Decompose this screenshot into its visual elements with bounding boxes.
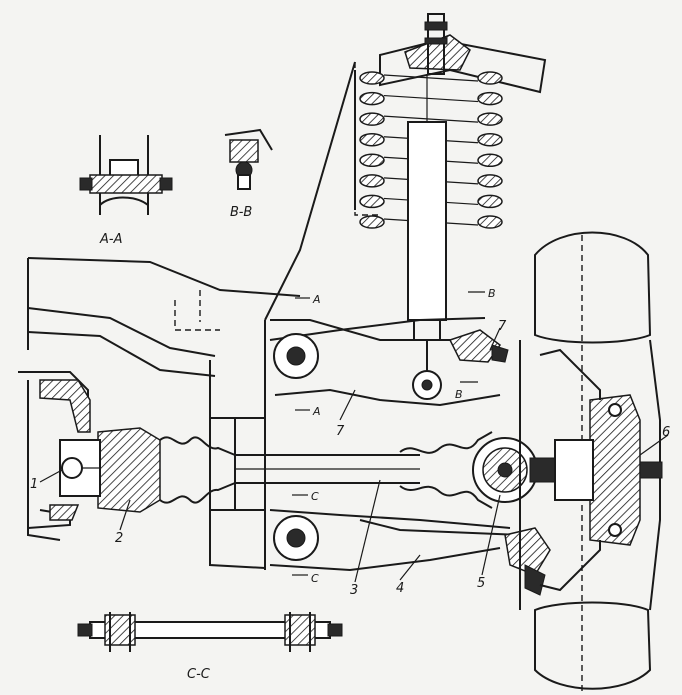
coil-spring <box>359 71 503 229</box>
cut-lines <box>292 291 485 576</box>
wheel <box>519 231 663 695</box>
coil-turn-bar <box>383 115 479 123</box>
cut-marker-c-top: C <box>311 490 319 503</box>
coil-turn-left <box>359 132 385 147</box>
coil-turn-right <box>477 132 503 147</box>
strut-tower <box>264 61 380 321</box>
callout-2: 2 <box>115 531 123 546</box>
coil-turn-left <box>359 91 385 106</box>
section-label-aa: A-A <box>99 232 122 247</box>
spring-strut <box>359 13 547 400</box>
callout-leaders <box>39 327 669 583</box>
coil-turn-left <box>359 194 385 209</box>
section-label-bb: B-B <box>230 205 252 220</box>
lower-control-arm <box>269 509 551 596</box>
coil-turn-right <box>477 215 503 229</box>
callout-7-upper: 7 <box>498 319 507 334</box>
coil-turn-right <box>477 153 503 168</box>
section-bb-view <box>224 128 273 190</box>
callout-6: 6 <box>662 425 670 440</box>
coil-turn-right <box>477 71 503 85</box>
left-hub-housing <box>18 371 91 541</box>
upper-control-arm <box>269 317 509 407</box>
section-aa-view <box>79 135 173 215</box>
coil-turn-left <box>359 71 385 85</box>
coil-turn-left <box>359 215 385 229</box>
coil-turn-bar <box>383 94 479 103</box>
cut-marker-a-top: A <box>312 293 321 306</box>
cut-marker-c-bottom: C <box>311 572 319 585</box>
callout-7-lower: 7 <box>336 424 345 439</box>
coil-turn-right <box>477 112 503 126</box>
coil-turn-right <box>477 174 503 188</box>
coil-turn-left <box>359 153 385 168</box>
section-cc-view <box>77 612 343 652</box>
callout-5: 5 <box>477 576 485 591</box>
coil-turn-right <box>477 194 503 209</box>
cut-marker-a-bottom: A <box>312 405 321 418</box>
coil-turn-left <box>359 112 385 126</box>
cut-marker-b-bottom: B <box>455 388 463 401</box>
coil-turn-bar <box>383 74 479 82</box>
frame-bracket <box>209 320 266 570</box>
section-label-cc: C-C <box>187 667 211 682</box>
cut-marker-b-top: B <box>488 287 496 300</box>
callout-4: 4 <box>396 581 404 596</box>
coil-turn-left <box>359 174 385 188</box>
coil-turn-right <box>477 91 503 106</box>
shock-absorber <box>407 121 447 321</box>
callout-3: 3 <box>350 583 358 598</box>
callout-1: 1 <box>30 477 38 492</box>
frame-rail <box>27 257 301 377</box>
